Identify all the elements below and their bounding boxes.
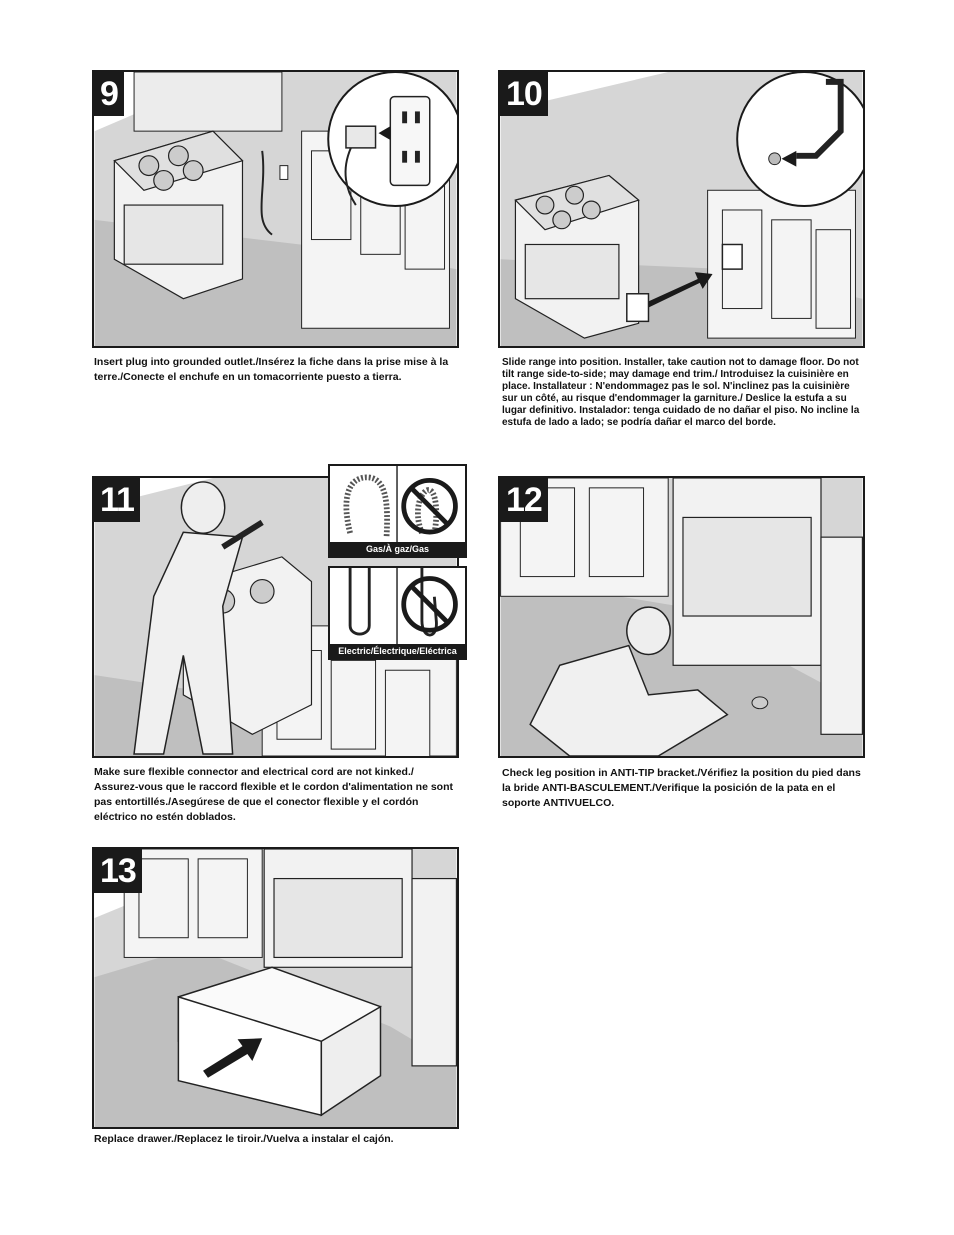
step-13-caption: Replace drawer./Replacez le tiroir./Vuel…	[94, 1133, 394, 1145]
step-9-illustration: 9	[92, 70, 459, 348]
gas-connector-inset: Gas/À gaz/Gas	[328, 464, 467, 558]
step-number: 9	[94, 72, 124, 116]
step-number: 11	[94, 478, 140, 522]
gas-label: Gas/À gaz/Gas	[330, 542, 465, 556]
gas-connector-graphic	[343, 466, 458, 543]
step-12-illustration: 12	[498, 476, 865, 758]
step-9-caption: Insert plug into grounded outlet./Insére…	[94, 356, 449, 383]
step-11-caption: Make sure flexible connector and electri…	[94, 766, 453, 823]
slide-range-illustration	[500, 72, 863, 346]
electric-label: Electric/Électrique/Eléctrica	[330, 644, 465, 658]
electric-cord-inset: Electric/Électrique/Eléctrica	[328, 566, 467, 660]
step-12-caption: Check leg position in ANTI-TIP bracket./…	[502, 767, 861, 809]
anti-tip-check-illustration	[500, 478, 863, 756]
replace-drawer-illustration	[94, 849, 457, 1127]
step-13-illustration: 13	[92, 847, 459, 1129]
step-number: 12	[500, 478, 548, 522]
step-10-caption: Slide range into position. Installer, ta…	[502, 357, 860, 428]
step-number: 10	[500, 72, 548, 116]
outlet-plug-illustration	[94, 72, 457, 346]
step-number: 13	[94, 849, 142, 893]
electric-cord-graphic	[348, 568, 458, 645]
step-10-illustration: 10	[498, 70, 865, 348]
